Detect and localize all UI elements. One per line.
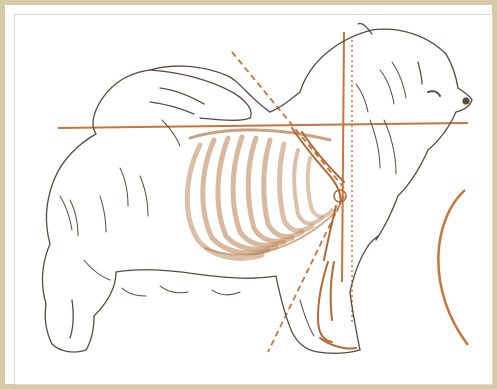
vertical-guide-solid	[342, 32, 344, 282]
chest-arc-icon	[438, 190, 468, 345]
dog-outline-icon	[43, 23, 472, 353]
withers-line	[58, 123, 468, 128]
